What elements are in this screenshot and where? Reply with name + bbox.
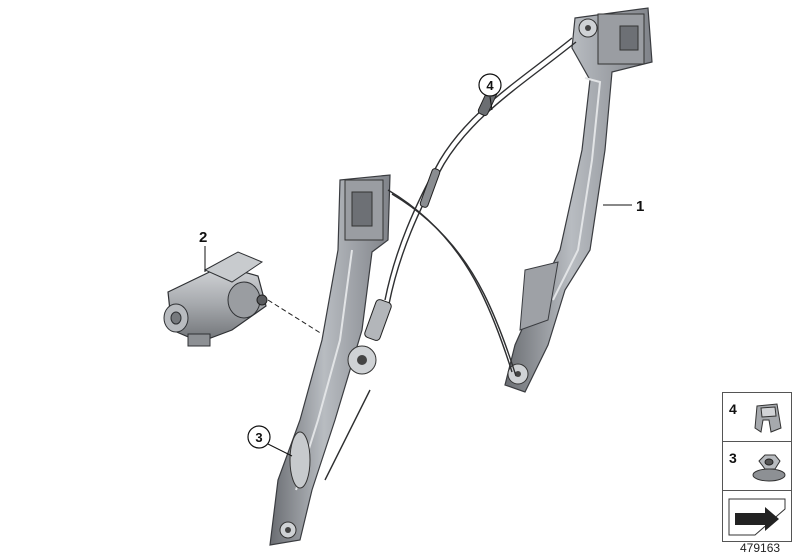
regulator-rail-right [504,7,653,393]
arrow-icon [728,498,786,536]
callout-part-2: 2 [199,229,207,246]
legend-item-arrow [722,490,792,542]
cable-connector [364,299,392,341]
legend-item-nut: 3 [722,441,792,491]
callout-part-4-circle [478,73,502,97]
nut-icon [752,454,786,482]
regulator-cables [324,37,577,481]
callout-part-4: 4 [486,78,494,93]
legend-item-clip: 4 [722,392,792,442]
callout-part-3-circle [247,425,271,449]
legend-item-clip-number: 4 [729,401,737,417]
leader-lines [204,96,632,457]
cable-sleeve-lower [419,168,441,208]
motor-mount-dashed-line [267,299,323,335]
diagram-number: 479163 [740,541,781,555]
regulator-rail-left [269,174,391,546]
callout-part-1: 1 [636,198,644,215]
clip-icon [754,403,782,433]
window-motor [163,251,268,347]
callout-part-3: 3 [255,430,262,445]
legend-item-nut-number: 3 [729,450,737,466]
